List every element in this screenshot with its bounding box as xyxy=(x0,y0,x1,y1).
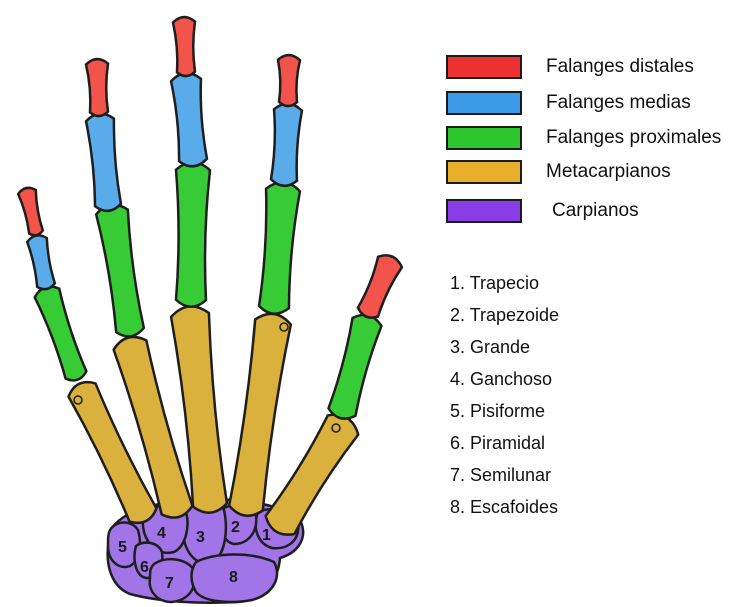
finger-bones xyxy=(18,17,402,535)
metacarpal-bone xyxy=(266,415,359,535)
legend-label: Falanges distales xyxy=(546,55,694,79)
distal-bone xyxy=(358,255,402,317)
carpal-number: 1 xyxy=(262,527,271,544)
distal-bone xyxy=(278,55,300,106)
proximal-bone xyxy=(329,315,382,419)
legend-swatch-distal xyxy=(446,55,522,79)
distal-bone xyxy=(173,17,195,76)
proximal-bone xyxy=(35,287,87,381)
distal-bone xyxy=(18,188,43,235)
finger-middle xyxy=(171,17,227,513)
list-item: 1. Trapecio xyxy=(450,268,559,300)
legend-swatch-metacarpal xyxy=(446,160,522,184)
carpal-number: 3 xyxy=(196,529,205,546)
metacarpal-bone xyxy=(229,314,291,516)
medial-bone xyxy=(271,104,302,186)
legend-label: Carpianos xyxy=(552,199,639,223)
list-item: 6. Piramidal xyxy=(450,428,559,460)
legend-swatch-carpal xyxy=(446,199,522,223)
hand-skeleton-illustration: 1 2 3 4 5 6 7 8 xyxy=(0,0,440,607)
proximal-bone xyxy=(96,205,144,337)
carpal-number: 7 xyxy=(165,575,174,592)
carpal-number: 8 xyxy=(229,569,238,586)
carpal-bone-list: 1. Trapecio 2. Trapezoide 3. Grande 4. G… xyxy=(450,268,559,524)
legend-label: Falanges proximales xyxy=(546,126,721,150)
list-item: 4. Ganchoso xyxy=(450,364,559,396)
legend-swatch-medial xyxy=(446,91,522,115)
medial-bone xyxy=(171,73,207,166)
list-item: 8. Escafoides xyxy=(450,492,559,524)
proximal-bone xyxy=(259,182,300,313)
list-item: 7. Semilunar xyxy=(450,460,559,492)
carpal-number: 6 xyxy=(140,559,149,576)
carpal-number: 5 xyxy=(118,539,127,556)
legend-label: Metacarpianos xyxy=(546,160,671,184)
carpal-number: 2 xyxy=(231,519,240,536)
legend-label: Falanges medias xyxy=(546,91,691,115)
finger-index xyxy=(229,55,302,516)
list-item: 3. Grande xyxy=(450,332,559,364)
distal-bone xyxy=(86,59,108,116)
list-item: 5. Pisiforme xyxy=(450,396,559,428)
medial-bone xyxy=(86,114,121,211)
proximal-bone xyxy=(176,162,210,306)
list-item: 2. Trapezoide xyxy=(450,300,559,332)
legend-swatch-proximal xyxy=(446,126,522,150)
carpal-number: 4 xyxy=(157,525,166,542)
medial-bone xyxy=(27,235,55,289)
